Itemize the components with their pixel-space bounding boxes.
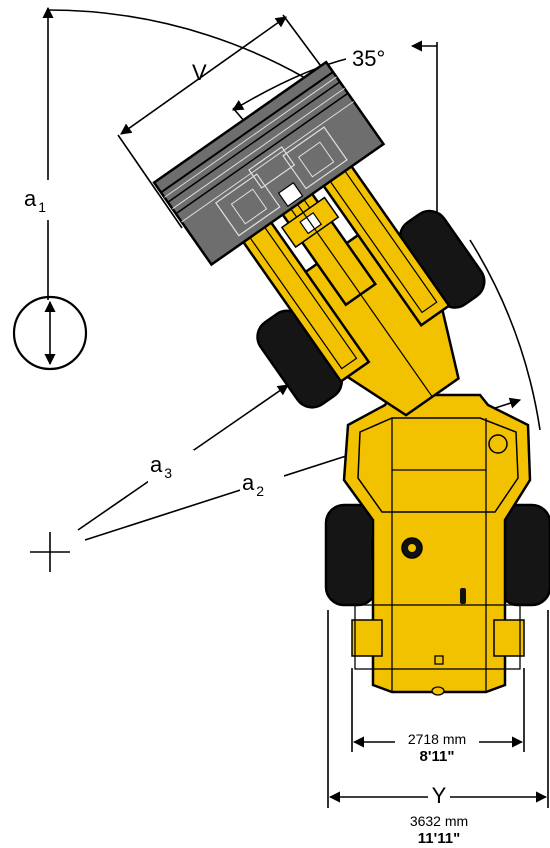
pivot-circle <box>12 295 88 371</box>
v-label: V <box>192 60 207 85</box>
v-dimension-line <box>120 16 287 135</box>
overall-width-mm: 3632 mm <box>410 813 468 829</box>
outer-tire-arc <box>469 239 541 431</box>
rear-left-tire <box>324 503 378 607</box>
angle-arc <box>232 57 351 111</box>
tread-width-ftin: 8'11" <box>420 748 455 765</box>
rear-right-tire <box>498 503 550 607</box>
bucket <box>152 60 386 267</box>
overall-width-ftin: 11'11" <box>418 830 460 847</box>
angle-label: 35° <box>352 46 385 71</box>
tread-width-mm: 2718 mm <box>408 731 466 747</box>
v-ext-left <box>117 134 183 229</box>
rear-frame <box>324 393 550 696</box>
front-frame <box>152 60 486 417</box>
y-label: Y <box>432 783 447 808</box>
